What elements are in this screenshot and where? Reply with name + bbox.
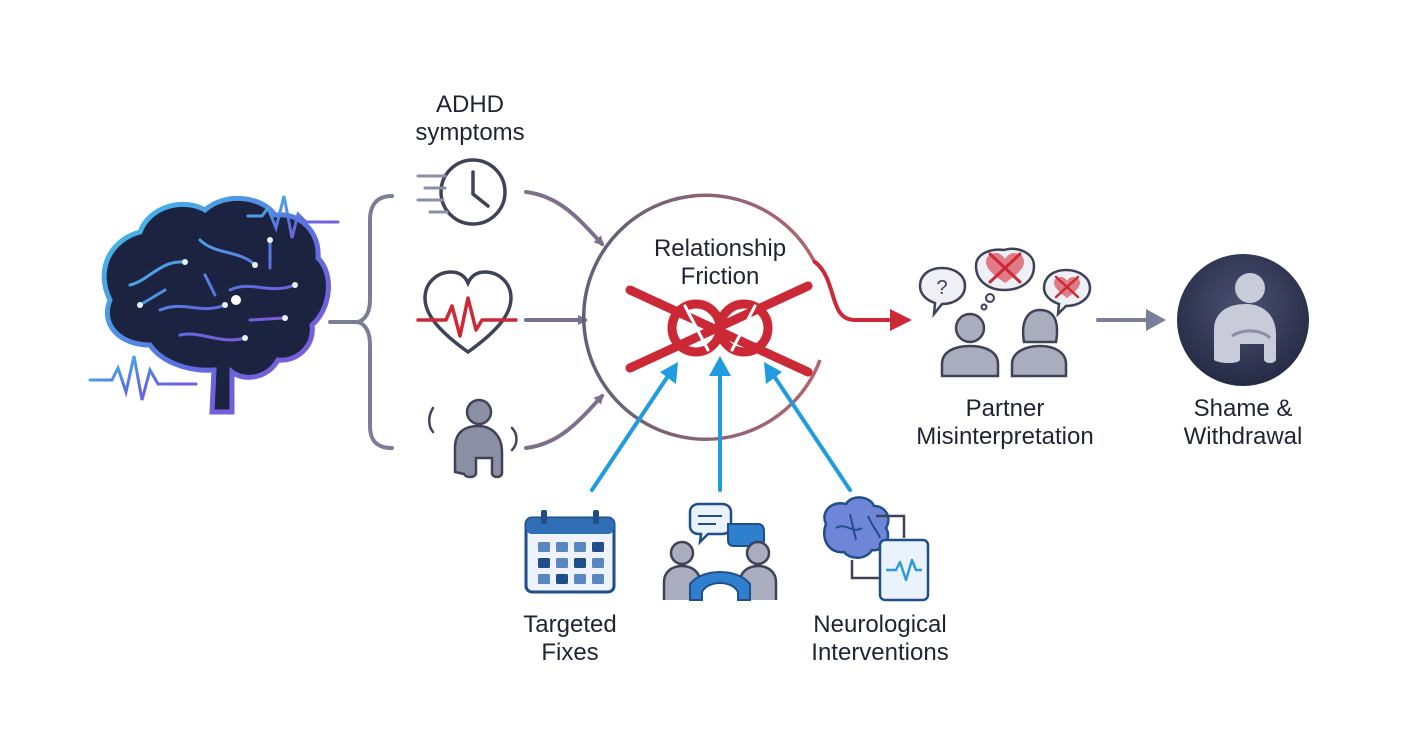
neuro-title-line1: Neurological: [813, 611, 946, 638]
crossed-heart-bubble-icon: [974, 247, 1036, 311]
brain-tablet-icon: [823, 496, 930, 602]
friction-to-partner-arrow: [813, 260, 912, 331]
symptom-arrows: [524, 190, 605, 450]
neuro-title-line2: Interventions: [811, 639, 948, 666]
brain-circuit-icon: [88, 195, 340, 415]
partner-to-shame-arrow: [1096, 309, 1166, 331]
branch-bracket: [328, 194, 394, 450]
clock-speed-icon: [416, 158, 507, 226]
svg-text:?: ?: [936, 277, 947, 299]
intervention-arrows: [590, 356, 852, 492]
shame-title-line1: Shame &: [1194, 395, 1293, 422]
partner-person-right-icon: [1010, 308, 1068, 378]
shame-title-line2: Withdrawal: [1184, 423, 1303, 450]
wave-top-icon: [246, 195, 340, 239]
symptoms-title-line2: symptoms: [415, 119, 524, 146]
partner-title-line2: Misinterpretation: [916, 423, 1093, 450]
knot-icon: [625, 281, 813, 377]
anxious-person-icon: [428, 398, 518, 479]
question-bubble-icon: ?: [918, 266, 967, 319]
heartbeat-icon: [416, 270, 518, 355]
friction-title-line1: Relationship: [654, 235, 786, 262]
fixes-title-line2: Fixes: [541, 639, 598, 666]
wave-bottom-icon: [88, 355, 198, 401]
partner-title-line1: Partner: [966, 395, 1045, 422]
bridge-people-icon: [662, 502, 778, 601]
partner-person-left-icon: [940, 312, 1000, 378]
couple-speech-icon: ?: [918, 247, 1092, 378]
crossed-heart-bubble-small-icon: [1042, 268, 1092, 318]
symptoms-title-line1: ADHD: [436, 91, 504, 118]
calendar-icon: [524, 510, 616, 594]
friction-title-line2: Friction: [681, 263, 760, 290]
fixes-title-line1: Targeted: [523, 611, 616, 638]
friction-node: Relationship Friction: [581, 193, 822, 441]
withdrawn-person-icon: [1177, 254, 1309, 386]
